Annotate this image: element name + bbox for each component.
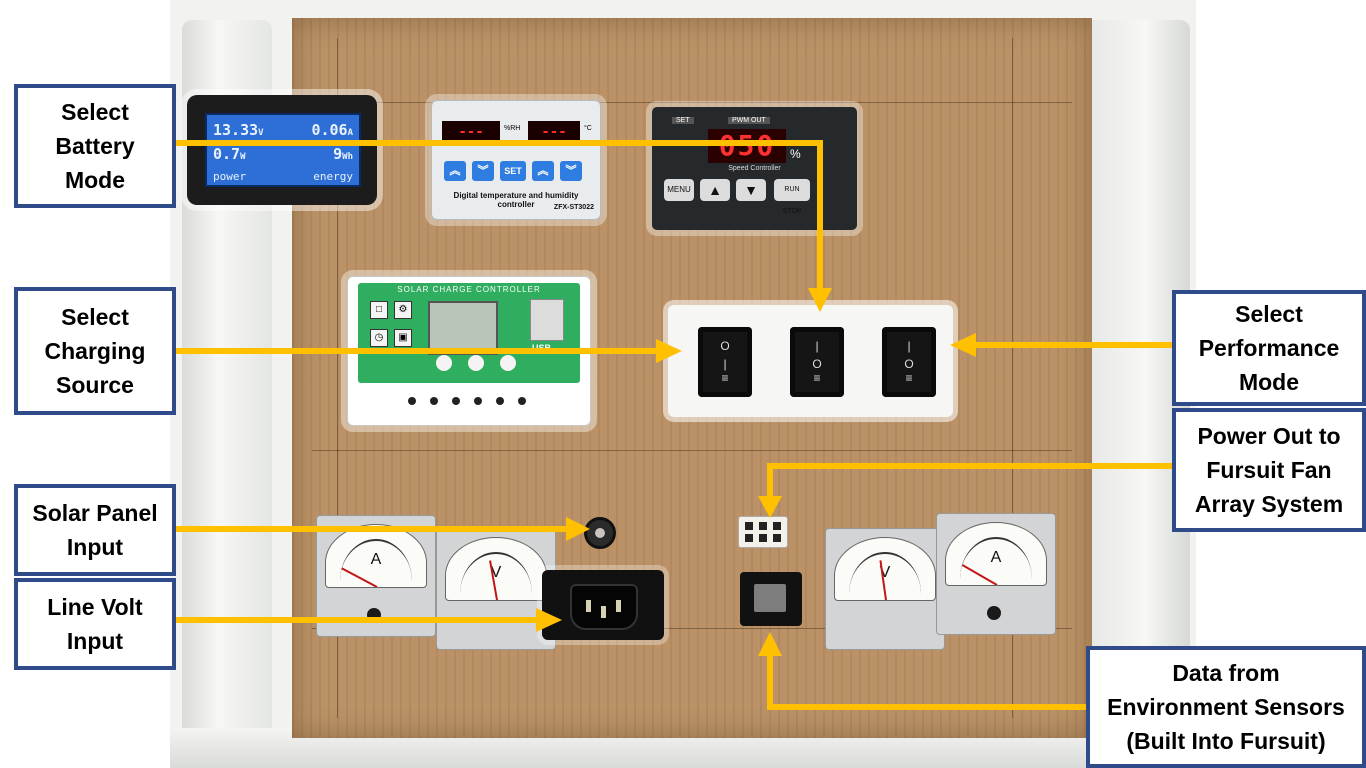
solar-controller-title: SOLAR CHARGE CONTROLLER [397,285,541,294]
gear-icon: ⚙ [394,301,412,319]
pencil-line [312,628,1072,629]
run-stop-button[interactable]: RUN STOP [774,179,810,215]
arrowhead-icon [656,339,682,363]
down-arrow-icon[interactable]: ︾ [472,161,494,181]
arrowhead-icon [950,333,976,357]
charging-source-switch[interactable]: O | ≡ [698,327,752,397]
callout-performance-mode: Select Performance Mode [1172,290,1366,406]
frame-right-rail [1080,20,1190,740]
callout-solar-panel-input: Solar Panel Input [14,484,176,576]
terminal-screw [430,397,438,405]
arrowhead-icon [758,632,782,656]
current-reading: 0.06 [311,121,348,139]
set-button[interactable]: SET [500,161,526,181]
terminal-screw [408,397,416,405]
down-arrow-icon[interactable]: ▼ [736,179,766,201]
pwm-unit: % [790,147,801,161]
sensor-data-arrow [767,652,1086,710]
ammeter-left: A [316,515,436,637]
fan-output-connector[interactable] [738,516,788,548]
pencil-line [337,38,338,718]
energy-reading: 9 [333,145,343,163]
solar-charge-controller: SOLAR CHARGE CONTROLLER □ ⚙ ◷ ▣ USB [347,276,591,426]
energy-unit: Wh [342,152,353,162]
zero-adjust-knob[interactable] [987,606,1001,620]
callout-charging-source: Select Charging Source [14,287,176,415]
voltage-reading: 13.33 [213,121,259,139]
temperature-humidity-controller: --- %RH --- °C ︽ ︾ SET ︽ ︾ Digital tempe… [431,100,601,220]
ammeter-unit: A [990,549,1002,566]
humidity-display: --- [442,121,500,143]
controller-button[interactable] [500,355,516,371]
up-arrow-icon[interactable]: ︽ [444,161,466,181]
iec-power-inlet[interactable] [542,570,664,640]
battery-mode-arrow [172,140,823,290]
pencil-line [312,102,1072,103]
power-caption: power [213,170,247,183]
performance-mode-switch[interactable]: | O ≡ [882,327,936,397]
pencil-line [312,450,1072,451]
down-arrow-icon[interactable]: ︾ [560,161,582,181]
set-tag: SET [672,117,694,124]
callout-sensor-data: Data from Environment Sensors (Built Int… [1086,646,1366,768]
pencil-line [1012,38,1013,718]
ammeter-right: A [936,513,1056,635]
voltmeter-right: V [825,528,945,650]
rj45-sensor-port[interactable] [740,572,802,626]
controller-model: ZFX-ST3022 [553,204,594,211]
controller-button[interactable] [468,355,484,371]
humidity-tag: %RH [504,125,521,132]
controller-button[interactable] [436,355,452,371]
power-reading: 0.7 [213,145,241,163]
arrowhead-icon [758,496,782,518]
terminal-screw [518,397,526,405]
solar-input-jack[interactable] [584,517,616,549]
menu-button[interactable]: MENU [664,179,694,201]
power-unit: W [240,152,246,162]
terminal-screw [496,397,504,405]
speed-controller-caption: Speed Controller [728,165,781,172]
terminal-screw [452,397,460,405]
voltmeter-unit: V [879,564,891,581]
usb-ports [530,299,564,341]
controller-caption: Digital temperature and humidity control… [453,191,579,209]
callout-line-volt-input: Line Volt Input [14,578,176,670]
callout-battery-mode: Select Battery Mode [14,84,176,208]
temperature-tag: °C [584,125,592,132]
voltage-unit: V [258,128,264,138]
voltmeter-unit: V [490,564,502,581]
power-out-arrow [767,463,1172,498]
lock-icon: ▣ [394,329,412,347]
terminal-screw [474,397,482,405]
temperature-display: --- [528,121,580,143]
up-arrow-icon[interactable]: ▲ [700,179,730,201]
arrowhead-icon [536,608,562,632]
up-arrow-icon[interactable]: ︽ [532,161,554,181]
pwm-out-tag: PWM OUT [728,117,770,124]
clock-icon: ◷ [370,329,388,347]
ammeter-unit: A [370,551,382,568]
mcu-icon: □ [370,301,388,319]
callout-power-out: Power Out to Fursuit Fan Array System [1172,408,1366,532]
arrowhead-icon [566,517,590,541]
battery-mode-switch[interactable]: | O ≡ [790,327,844,397]
energy-caption: energy [313,170,353,183]
rocker-switch-panel: O | ≡ | O ≡ | O ≡ [668,305,953,417]
battery-power-meter: 13.33V 0.06A 0.7W 9Wh power energy [187,95,377,205]
arrowhead-icon [808,288,832,312]
power-meter-screen: 13.33V 0.06A 0.7W 9Wh power energy [205,113,361,187]
current-unit: A [347,128,353,138]
